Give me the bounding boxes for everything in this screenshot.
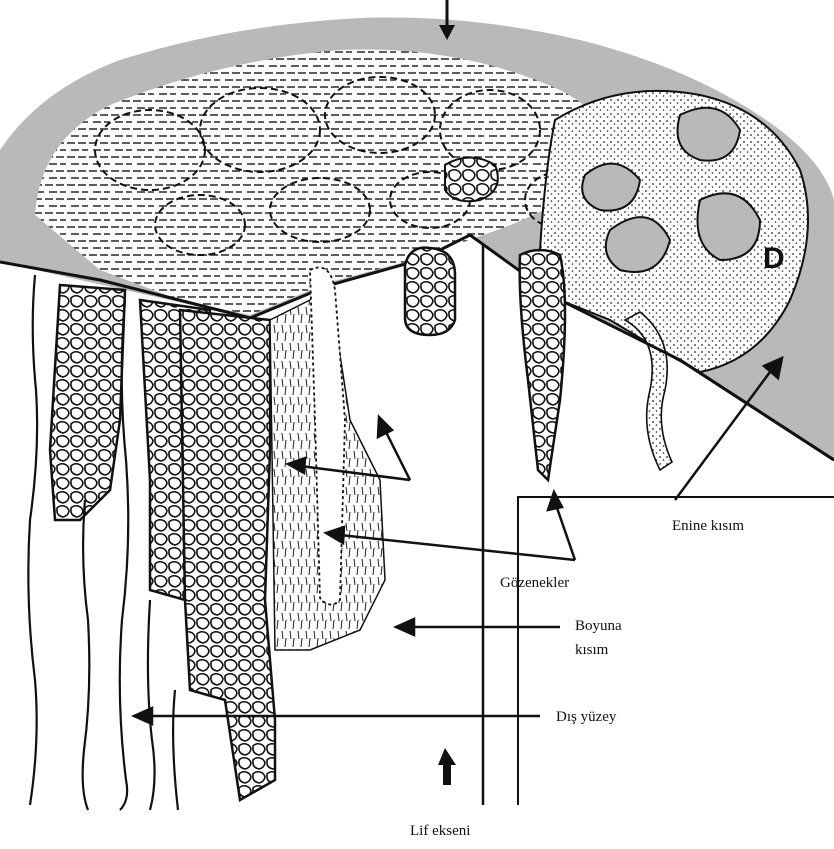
transverse-section-label: Enine kısım (672, 518, 744, 534)
d-marker-label: D (763, 242, 785, 275)
pore-right (520, 250, 565, 480)
cuticle-column-1 (50, 285, 125, 520)
longitudinal-section-label-1: Boyuna (575, 618, 622, 634)
stippled-region (540, 91, 808, 372)
pores-label: Gözenekler (500, 575, 569, 591)
fiber-axis-label: Lif ekseni (410, 823, 470, 839)
outer-surface-label: Dış yüzey (556, 709, 617, 725)
axis-bracket (518, 497, 834, 805)
axis-up-arrow-icon (438, 748, 456, 785)
cuticle-column-3 (180, 310, 275, 800)
longitudinal-section-label-2: kısım (575, 642, 609, 658)
pore-cap (445, 158, 498, 202)
pore-left (405, 248, 455, 335)
